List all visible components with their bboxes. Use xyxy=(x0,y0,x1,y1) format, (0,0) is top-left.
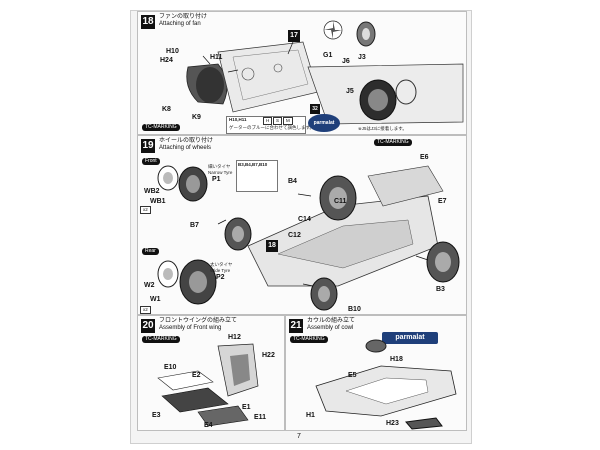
parmalat-decal-logo: parmalat xyxy=(308,114,340,132)
part-label-e6: E6 xyxy=(420,154,429,161)
front-section-tag: Front xyxy=(142,158,160,165)
step-19-title: ホイールの取り付け Attaching of wheels xyxy=(159,138,213,152)
part-label-j6: J6 xyxy=(342,58,350,65)
rear-section-tag: Rear xyxy=(142,248,159,255)
part-label-j3: J3 xyxy=(358,54,366,61)
part-label-h12: H12 xyxy=(228,334,241,341)
part-label-h1: H1 xyxy=(306,412,315,419)
part-label-c11: C11 xyxy=(334,198,347,205)
part-label-b10: B10 xyxy=(348,306,361,313)
step-19-marking-tag: TC-MARKING xyxy=(374,139,412,146)
page-number: 7 xyxy=(297,433,301,440)
step-21-title: カウルの組み立て Assembly of cowl xyxy=(307,318,355,332)
step-18-title: ファンの取り付け Attaching of fan xyxy=(159,14,207,28)
step-20-marking-tag: TC-MARKING xyxy=(142,336,180,343)
paint-note-parts: H10,H11 xyxy=(229,117,247,122)
step-20-title-en: Assembly of Front wing xyxy=(159,325,222,331)
step-18-footnote: ※J5はJ3に接着します。 xyxy=(358,126,407,131)
step-18-marking-tag: TC-MARKING xyxy=(142,124,180,131)
paint-note-text-jp: ゲーターのブルーに合わせて調色します。 xyxy=(229,125,315,130)
part-label-h11: H11 xyxy=(210,54,223,61)
part-label-b4: B4 xyxy=(288,178,297,185)
part-label-e1: E1 xyxy=(242,404,251,411)
step-20-title-jp: フロントウイングの組み立て xyxy=(159,318,238,324)
step-18-title-en: Attaching of fan xyxy=(159,21,201,27)
part-label-e2: E2 xyxy=(192,372,201,379)
step-21-title-jp: カウルの組み立て xyxy=(307,318,356,324)
screws-label: B3,B4,B7,B10 xyxy=(238,162,268,167)
wide-tyre-label-en: Wide Tyre xyxy=(210,268,231,273)
part-label-e11: E11 xyxy=(254,414,267,421)
step-19-title-jp: ホイールの取り付け xyxy=(159,138,214,144)
part-label-c14: C14 xyxy=(298,216,311,223)
step-18-panel: 18 ファンの取り付け Attaching of fan xyxy=(137,11,467,135)
part-label-e10: E10 xyxy=(164,364,177,371)
part-label-k8: K8 xyxy=(162,106,171,113)
step-20-title: フロントウイングの組み立て Assembly of Front wing xyxy=(159,318,237,332)
step-18-diagram xyxy=(186,20,464,125)
part-label-e4: E4 xyxy=(204,422,213,429)
step-21-number: 21 xyxy=(289,319,303,333)
step-18-title-jp: ファンの取り付け xyxy=(159,14,208,20)
step-19-number: 19 xyxy=(141,139,155,153)
part-label-g1: G1 xyxy=(323,52,333,59)
part-label-h23: H23 xyxy=(386,420,399,427)
part-label-wb2: WB2 xyxy=(144,188,160,195)
ref-step-17-marker: 17 xyxy=(288,30,300,42)
screws-box: B3,B4,B7,B10 xyxy=(236,160,278,192)
rear-quantity-x2: x2 xyxy=(140,306,151,314)
step-18-number: 18 xyxy=(141,15,155,29)
step-19-panel: 19 ホイールの取り付け Attaching of wheels TC-MARK… xyxy=(137,135,467,315)
part-label-e7: E7 xyxy=(438,198,447,205)
step-19-diagram xyxy=(157,165,460,311)
paint-note-mark-s: S xyxy=(273,117,283,125)
paint-note-mark-m: M xyxy=(283,117,293,125)
decal-number-badge: 32 xyxy=(310,104,320,114)
step-21-title-en: Assembly of cowl xyxy=(307,325,354,331)
paint-note-mark-h: H xyxy=(263,117,273,125)
step-19-title-en: Attaching of wheels xyxy=(159,145,212,151)
parmalat-cowl-logo: parmalat xyxy=(382,332,438,344)
front-quantity-x2: x2 xyxy=(140,206,151,214)
narrow-tyre-label-jp: 細いタイヤ xyxy=(208,164,231,169)
part-label-w2: W2 xyxy=(144,282,155,289)
part-label-b3: B3 xyxy=(436,286,445,293)
narrow-tyre-label-en: Narrow Tyre xyxy=(208,170,233,175)
step-20-diagram xyxy=(157,343,259,427)
part-label-w1: W1 xyxy=(150,296,161,303)
part-label-h10: H10 xyxy=(166,48,179,55)
part-label-wb1: WB1 xyxy=(150,198,166,205)
part-label-p1: P1 xyxy=(212,176,221,183)
part-label-e3: E3 xyxy=(152,412,161,419)
ref-step-18-marker: 18 xyxy=(266,240,278,252)
part-label-h22: H22 xyxy=(262,352,275,359)
step-21-panel: 21 カウルの組み立て Assembly of cowl TC-MARKING … xyxy=(285,315,467,431)
part-label-c12: C12 xyxy=(288,232,301,239)
part-label-p2: P2 xyxy=(216,274,225,281)
part-label-h18: H18 xyxy=(390,356,403,363)
part-label-j5: J5 xyxy=(346,88,354,95)
wide-tyre-label-jp: 太いタイヤ xyxy=(210,262,233,267)
instruction-page: 18 ファンの取り付け Attaching of fan xyxy=(130,10,472,444)
paint-note-box: H10,H11 H S M ゲーターのブルーに合わせて調色します。 xyxy=(226,116,314,134)
step-21-diagram xyxy=(315,339,457,430)
part-label-b7: B7 xyxy=(190,222,199,229)
part-label-e5: E5 xyxy=(348,372,357,379)
part-label-k9: K9 xyxy=(192,114,201,121)
step-20-panel: 20 フロントウイングの組み立て Assembly of Front wing … xyxy=(137,315,285,431)
step-21-marking-tag: TC-MARKING xyxy=(290,336,328,343)
step-20-number: 20 xyxy=(141,319,155,333)
part-label-h24: H24 xyxy=(160,57,173,64)
